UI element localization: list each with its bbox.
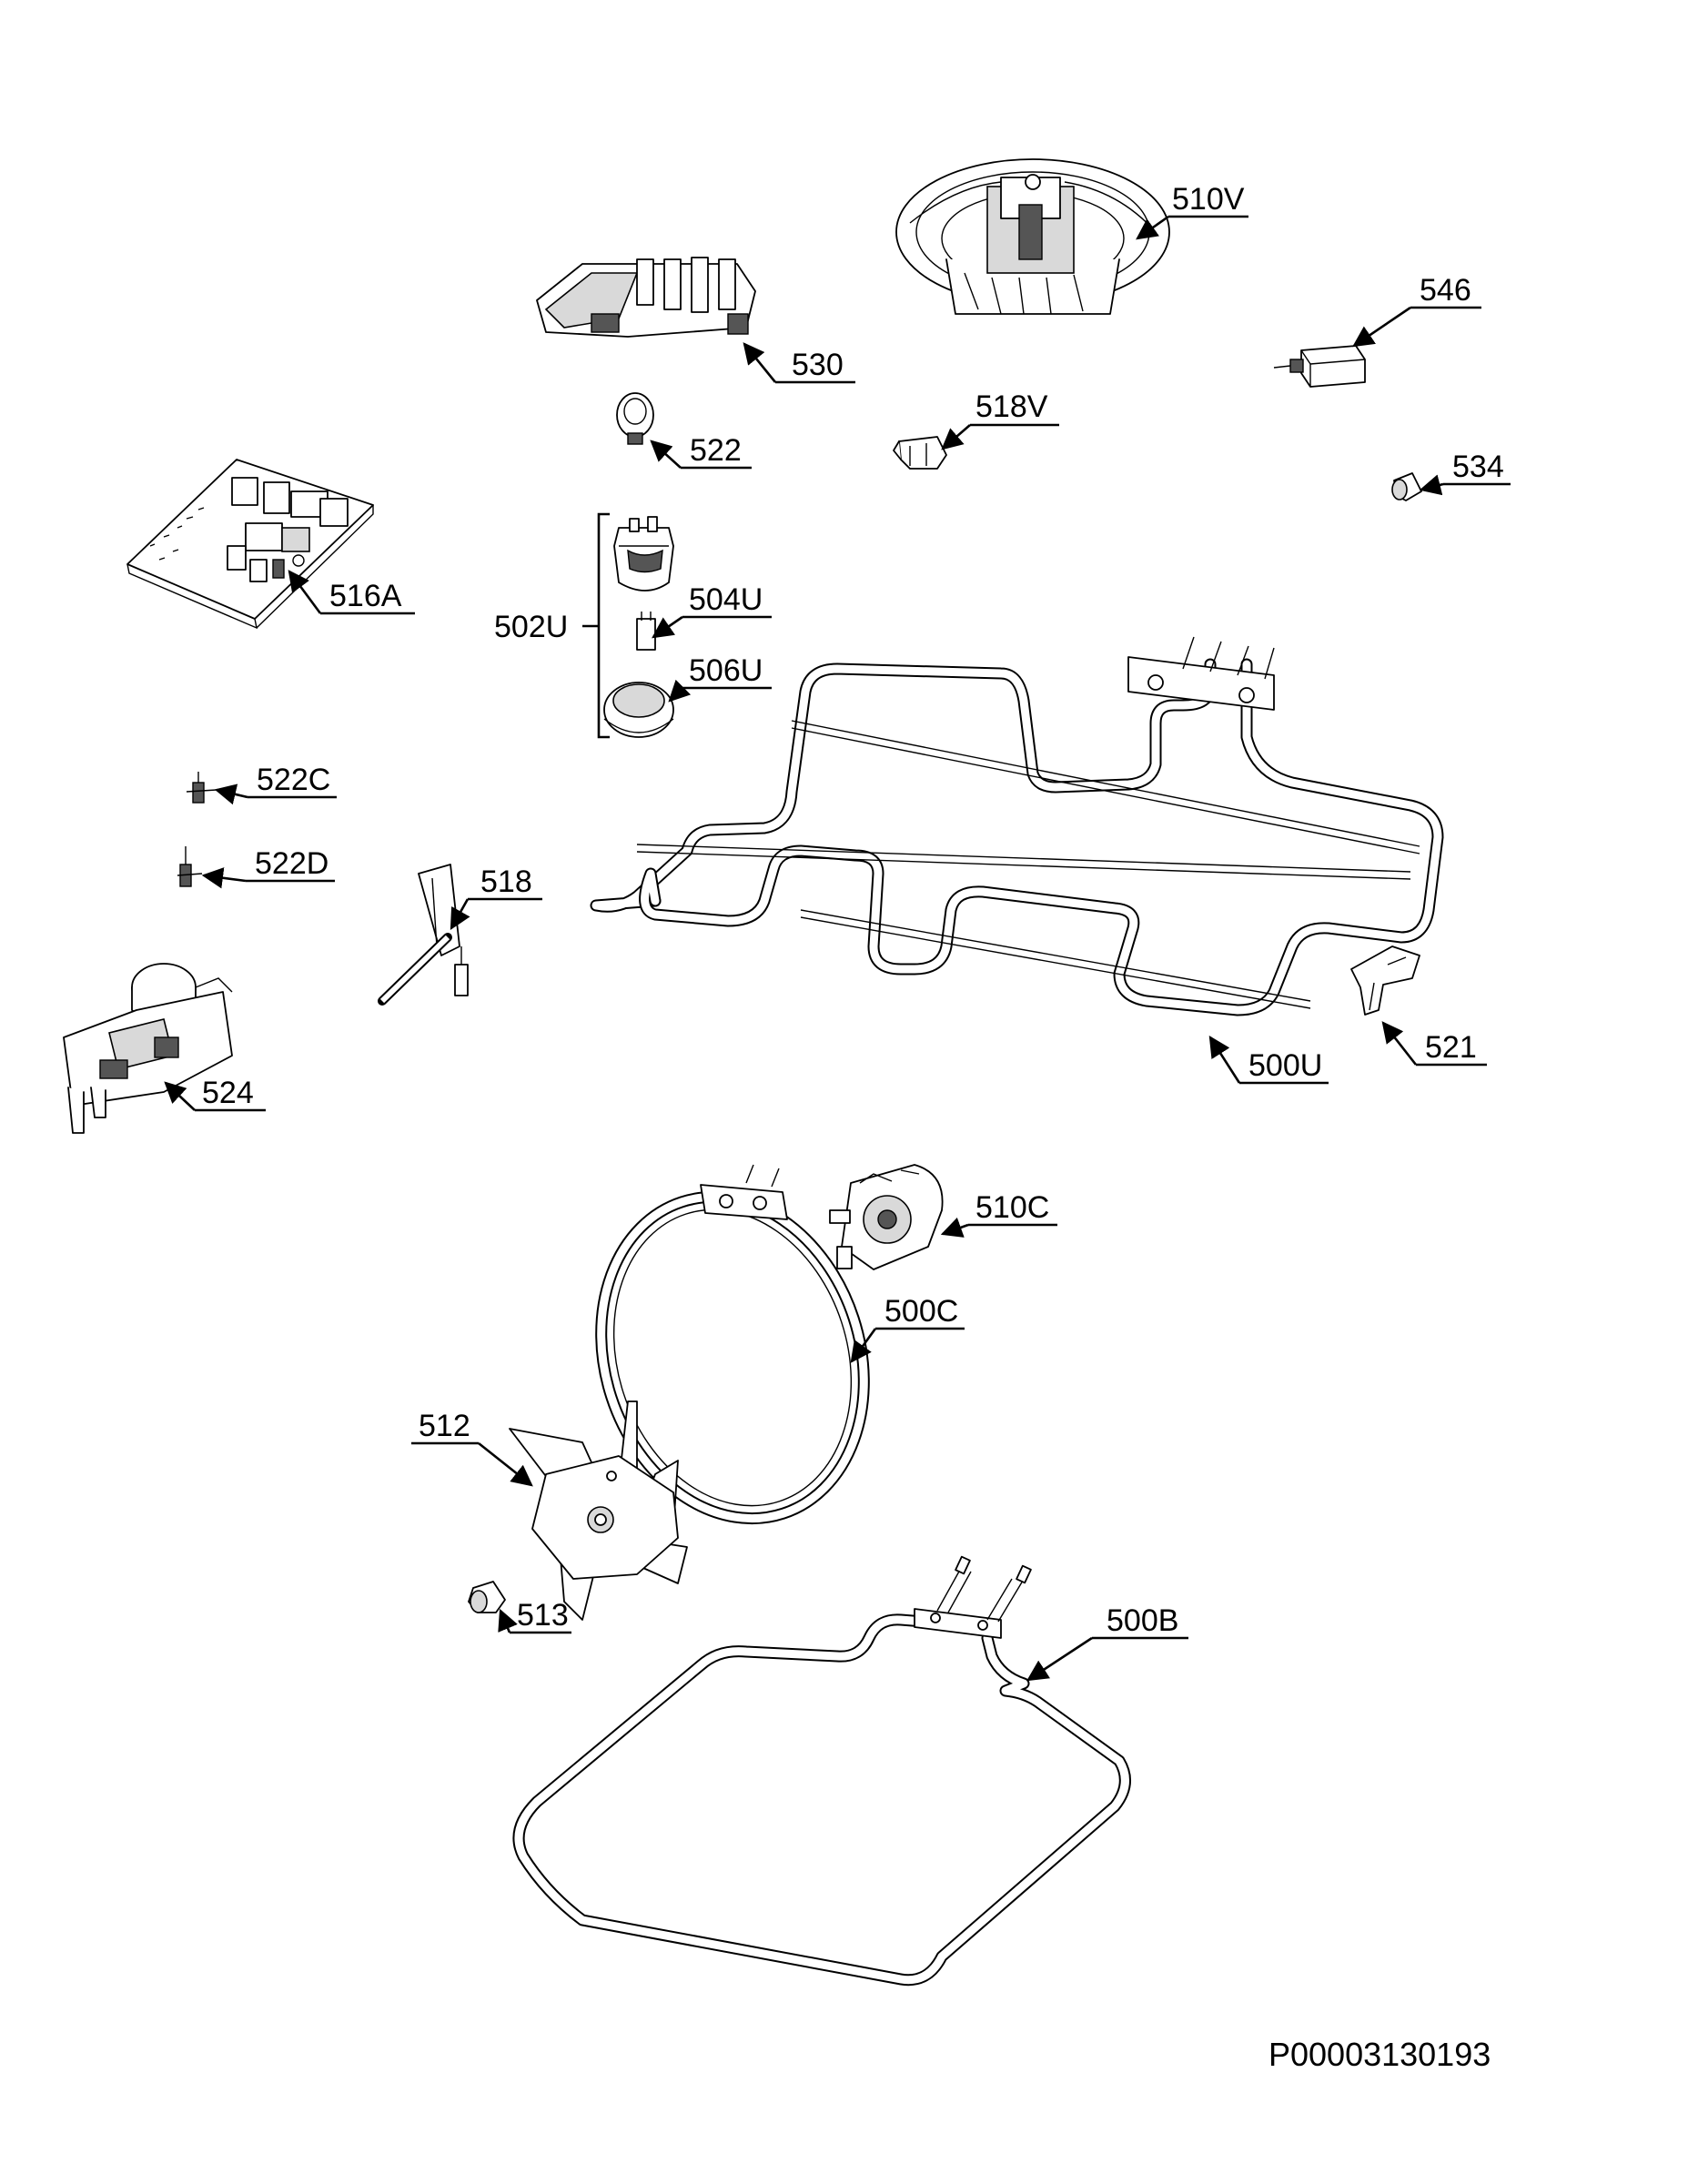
part-510C-fan-motor — [829, 1164, 944, 1270]
svg-text:500B: 500B — [1107, 1603, 1178, 1638]
part-518V-bracket — [893, 436, 947, 470]
svg-text:500C: 500C — [884, 1294, 958, 1329]
label-516A: 516A — [288, 570, 415, 615]
svg-text:506U: 506U — [689, 653, 763, 688]
part-500C-circular-element — [595, 1164, 870, 1525]
part-522-holder — [616, 392, 654, 445]
label-522D: 522D — [201, 846, 335, 889]
label-518V: 518V — [941, 389, 1059, 450]
part-502U-lamp-cover-top — [613, 516, 674, 592]
svg-text:530: 530 — [792, 348, 844, 382]
part-513-nut — [468, 1581, 506, 1613]
svg-text:500U: 500U — [1248, 1048, 1322, 1083]
part-522C-pin — [186, 772, 217, 804]
part-510V-cooling-fan — [895, 158, 1170, 315]
svg-text:512: 512 — [419, 1409, 470, 1443]
label-502U: 502U — [494, 610, 568, 644]
part-546-switch — [1273, 345, 1366, 388]
label-513: 513 — [498, 1598, 571, 1634]
svg-text:521: 521 — [1425, 1030, 1477, 1065]
label-500B: 500B — [1026, 1603, 1188, 1682]
label-524: 524 — [164, 1076, 266, 1112]
svg-text:522: 522 — [690, 433, 742, 468]
part-522D-pin — [177, 846, 203, 887]
label-518: 518 — [450, 864, 542, 931]
label-500U: 500U — [1208, 1036, 1329, 1085]
label-530: 530 — [743, 342, 855, 384]
svg-text:534: 534 — [1452, 450, 1504, 484]
svg-text:546: 546 — [1420, 273, 1471, 308]
bracket-502U — [582, 512, 610, 739]
label-534: 534 — [1419, 450, 1511, 496]
part-500U-top-grill-element — [590, 636, 1444, 1016]
part-506U-lens — [603, 682, 674, 738]
catalog-number: P00003130193 — [1268, 2036, 1491, 2073]
label-512: 512 — [411, 1409, 533, 1487]
svg-text:504U: 504U — [689, 582, 763, 617]
part-516A-pcb — [126, 459, 374, 630]
svg-text:516A: 516A — [329, 579, 402, 613]
part-524-door-lock — [63, 963, 233, 1134]
label-510V: 510V — [1136, 182, 1248, 240]
svg-text:502U: 502U — [494, 610, 568, 644]
svg-text:510C: 510C — [975, 1190, 1049, 1225]
svg-text:518V: 518V — [975, 389, 1048, 424]
label-500C: 500C — [850, 1294, 965, 1363]
svg-text:522C: 522C — [257, 763, 330, 797]
part-521-clip — [1350, 945, 1420, 1016]
label-522: 522 — [650, 433, 752, 470]
svg-text:510V: 510V — [1172, 182, 1245, 217]
label-522C: 522C — [214, 763, 337, 805]
label-546: 546 — [1352, 273, 1481, 348]
svg-text:518: 518 — [480, 864, 532, 899]
part-500B-bottom-element — [512, 1555, 1131, 1987]
part-534-cap — [1391, 472, 1422, 501]
label-521: 521 — [1381, 1021, 1487, 1067]
part-504U-bulb — [636, 612, 656, 651]
part-530-terminal-block — [536, 257, 756, 338]
label-506U: 506U — [668, 653, 772, 703]
part-518-probe — [378, 864, 469, 1006]
svg-text:513: 513 — [517, 1598, 569, 1633]
svg-text:522D: 522D — [255, 846, 328, 881]
label-504U: 504U — [652, 582, 772, 639]
svg-text:524: 524 — [202, 1076, 254, 1110]
part-512-fan-blade — [509, 1400, 688, 1621]
label-510C: 510C — [940, 1190, 1057, 1238]
